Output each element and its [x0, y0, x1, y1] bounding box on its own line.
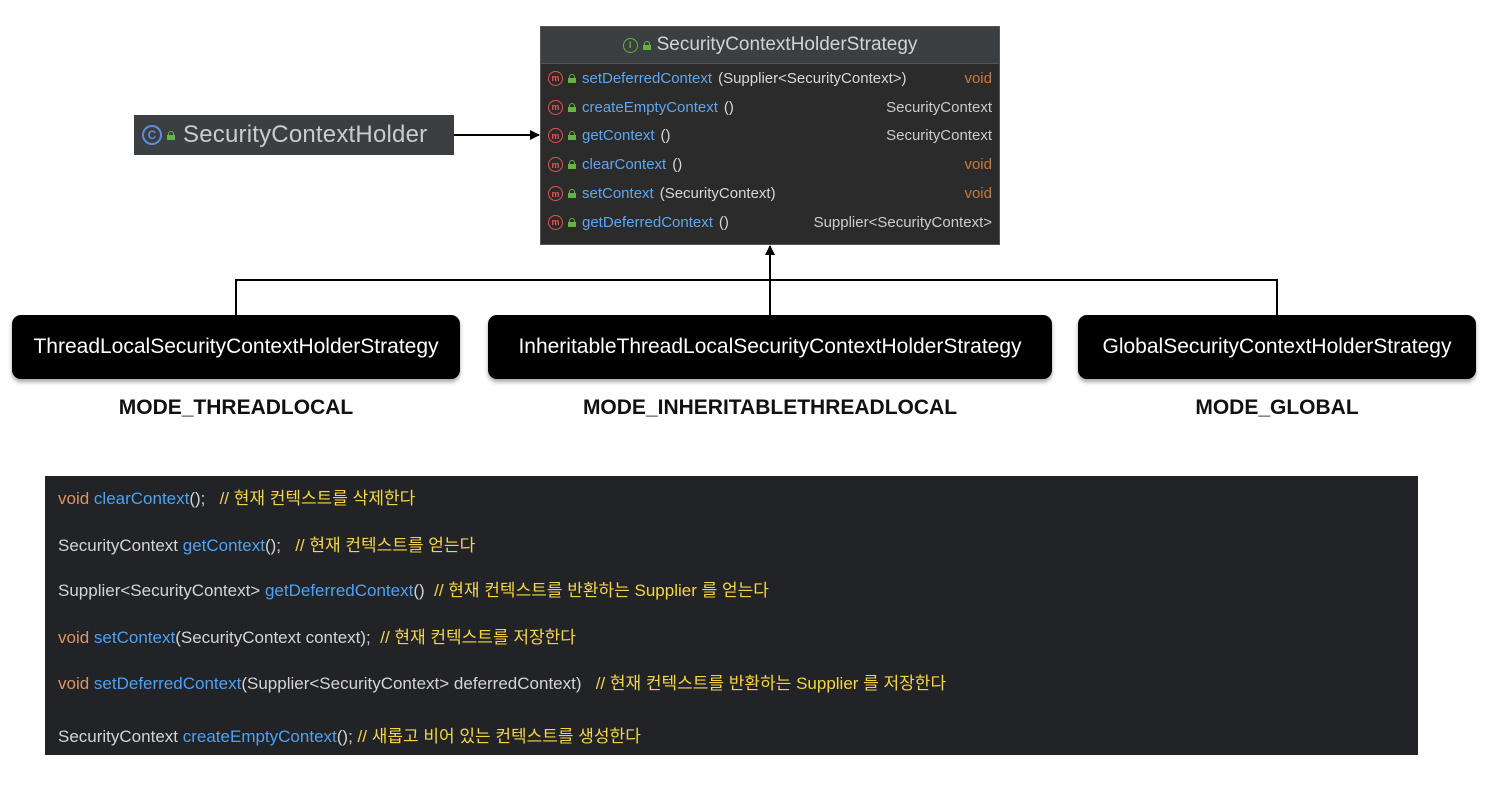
method-return-type: SecurityContext [886, 127, 992, 145]
code-comment: // 현재 컨텍스트를 반환하는 Supplier 를 얻는다 [434, 581, 769, 600]
code-panel: void clearContext(); // 현재 컨텍스트를 삭제한다 Se… [45, 476, 1418, 755]
method-row: m getContext () SecurityContext [541, 122, 999, 151]
code-line: void setDeferredContext(Supplier<Securit… [58, 669, 946, 694]
code-method-name: createEmptyContext [182, 727, 337, 746]
strategy-interface-box: I SecurityContextHolderStrategy m setDef… [540, 26, 1000, 245]
code-return-type: SecurityContext [58, 536, 178, 555]
lock-icon [568, 102, 576, 112]
lock-icon [568, 160, 576, 170]
method-icon: m [548, 186, 563, 202]
method-return-type: Supplier<SecurityContext> [813, 213, 992, 231]
code-line: Supplier<SecurityContext> getDeferredCon… [58, 576, 769, 601]
code-return-type: void [58, 628, 90, 647]
code-method-name: setDeferredContext [93, 674, 242, 693]
interface-icon: I [622, 37, 638, 53]
strategy-name: GlobalSecurityContextHolderStrategy [1102, 335, 1452, 358]
method-row: m setContext (SecurityContext) void [541, 179, 999, 208]
code-return-type: void [58, 489, 90, 508]
code-args: (); [264, 536, 282, 555]
method-return-type: void [964, 185, 992, 203]
code-args: (); [336, 727, 353, 746]
code-method-name: setContext [93, 628, 176, 647]
code-comment: // 현재 컨텍스트를 삭제한다 [219, 489, 416, 508]
method-params: (SecurityContext) [659, 185, 776, 203]
code-comment: // 새롭고 비어 있는 컨텍스트를 생성한다 [357, 727, 641, 746]
method-icon: m [548, 157, 563, 173]
method-icon: m [548, 99, 563, 115]
lock-icon [568, 73, 576, 83]
strategy-box-global: GlobalSecurityContextHolderStrategy [1078, 315, 1476, 379]
code-line: SecurityContext createEmptyContext(); //… [58, 722, 641, 747]
mode-label-threadlocal: MODE_THREADLOCAL [118, 396, 354, 419]
method-params: (Supplier<SecurityContext>) [718, 69, 907, 87]
lock-icon [167, 130, 175, 140]
method-name: setDeferredContext [582, 69, 713, 87]
lock-icon [568, 189, 576, 199]
holder-class-name: SecurityContextHolder [183, 121, 428, 148]
implementation-branch [235, 279, 1278, 316]
code-line: SecurityContext getContext(); // 현재 컨텍스트… [58, 531, 475, 556]
code-return-type: void [58, 674, 90, 693]
strategy-box-threadlocal: ThreadLocalSecurityContextHolderStrategy [12, 315, 460, 379]
interface-name: SecurityContextHolderStrategy [656, 34, 918, 55]
method-name: getDeferredContext [582, 213, 713, 231]
code-comment: // 현재 컨텍스트를 반환하는 Supplier 를 저장한다 [595, 674, 947, 693]
method-icon: m [548, 128, 563, 144]
mode-label-inheritable: MODE_INHERITABLETHREADLOCAL [582, 396, 958, 419]
code-comment: // 현재 컨텍스트를 얻는다 [295, 536, 476, 555]
code-args: (Supplier<SecurityContext> deferredConte… [241, 674, 582, 693]
lock-icon [568, 217, 576, 227]
method-name: createEmptyContext [582, 98, 718, 116]
method-params: () [672, 156, 683, 174]
security-context-holder-class: C SecurityContextHolder [134, 115, 454, 155]
code-return-type: Supplier<SecurityContext> [58, 581, 261, 600]
method-icon: m [548, 70, 563, 86]
mode-label-global: MODE_GLOBAL [1195, 396, 1359, 419]
code-args: (SecurityContext context); [175, 628, 371, 647]
method-return-type: void [964, 69, 992, 87]
method-params: () [723, 98, 734, 116]
code-args: () [413, 581, 425, 600]
lock-icon [642, 40, 651, 50]
code-method-name: getDeferredContext [264, 581, 414, 600]
class-icon: C [142, 125, 162, 145]
method-row: m createEmptyContext () SecurityContext [541, 93, 999, 122]
method-return-type: SecurityContext [886, 98, 992, 116]
code-comment: // 현재 컨텍스트를 저장한다 [380, 628, 576, 647]
code-method-name: clearContext [93, 489, 190, 508]
interface-header: I SecurityContextHolderStrategy [541, 27, 999, 64]
method-params: () [660, 127, 671, 145]
method-params: () [718, 213, 729, 231]
method-row: m clearContext () void [541, 150, 999, 179]
strategy-name: InheritableThreadLocalSecurityContextHol… [518, 335, 1022, 358]
method-name: getContext [582, 127, 655, 145]
code-line: void clearContext(); // 현재 컨텍스트를 삭제한다 [58, 484, 415, 509]
code-return-type: SecurityContext [58, 727, 178, 746]
method-icon: m [548, 214, 563, 230]
method-row: m getDeferredContext () Supplier<Securit… [541, 208, 999, 237]
method-name: setContext [582, 185, 654, 203]
code-method-name: getContext [182, 536, 265, 555]
code-args: (); [189, 489, 206, 508]
strategy-name: ThreadLocalSecurityContextHolderStrategy [33, 335, 439, 358]
lock-icon [568, 131, 576, 141]
method-return-type: void [964, 156, 992, 174]
method-name: clearContext [582, 156, 667, 174]
code-line: void setContext(SecurityContext context)… [58, 623, 576, 648]
strategy-box-inheritable: InheritableThreadLocalSecurityContextHol… [488, 315, 1052, 379]
method-row: m setDeferredContext (Supplier<SecurityC… [541, 64, 999, 93]
